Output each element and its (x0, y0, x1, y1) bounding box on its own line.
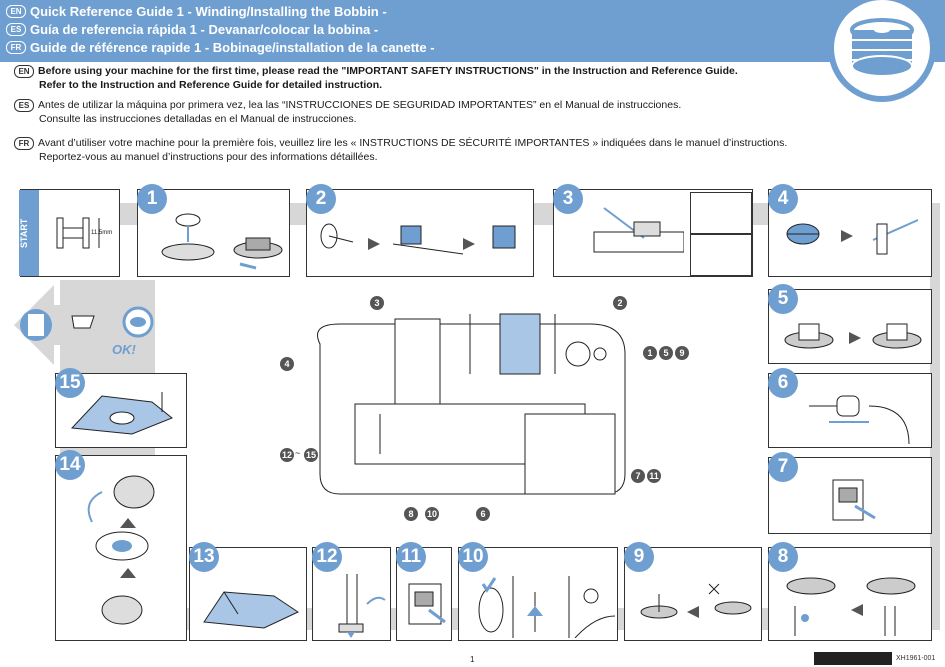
step-14-panel (55, 455, 187, 641)
cut-thread-icon (640, 583, 752, 619)
step-3-panel (553, 189, 753, 277)
speed-slider-icon (809, 395, 910, 445)
bobbin-winding-icon (784, 323, 922, 349)
callout-1: 1 (643, 346, 657, 360)
callout-3: 3 (370, 296, 384, 310)
thread-guide-icon (593, 207, 684, 253)
back-arrow-icon (14, 285, 154, 365)
header-banner: EN Quick Reference Guide 1 - Winding/Ins… (0, 0, 945, 62)
callout-12: 12 (280, 448, 294, 462)
winder-stop-icon (786, 577, 916, 636)
presser-foot-icon (338, 574, 386, 638)
step-2-number: 2 (306, 184, 336, 214)
power-switch-off-icon (408, 583, 446, 625)
callout-2: 2 (613, 296, 627, 310)
callout-15: 15 (304, 448, 318, 462)
page-number: 1 (470, 655, 475, 664)
title-es: ES Guía de referencia rápida 1 - Devanar… (6, 22, 378, 37)
start-label: START (19, 190, 39, 276)
callout-11: 11 (647, 469, 661, 483)
callout-10: 10 (425, 507, 439, 521)
tension-disc-icon (786, 219, 919, 255)
step-3-inset-2 (690, 234, 752, 276)
step-12-number: 12 (312, 542, 342, 572)
start-panel: START 11.5mm (19, 189, 120, 277)
callout-5: 5 (659, 346, 673, 360)
step-7-number: 7 (768, 452, 798, 482)
step-3-inset-1 (690, 192, 752, 234)
step-13-number: 13 (189, 542, 219, 572)
callout-6: 6 (476, 507, 490, 521)
footer-bar (814, 652, 892, 665)
callout-8: 8 (404, 507, 418, 521)
power-switch-on-icon (832, 479, 876, 521)
callout-range-sep: ~ (295, 448, 301, 458)
badge-fr: FR (6, 41, 26, 54)
step-6-number: 6 (768, 368, 798, 398)
start-dimension: 11.5mm (91, 230, 113, 236)
step-8-number: 8 (768, 542, 798, 572)
step-3-number: 3 (553, 184, 583, 214)
step-4-number: 4 (768, 184, 798, 214)
callout-9: 9 (675, 346, 689, 360)
step-11-number: 11 (396, 542, 426, 572)
bobbin-dimension-icon (56, 217, 100, 249)
step-9-number: 9 (624, 542, 654, 572)
badge-en: EN (6, 5, 26, 18)
callout-4: 4 (280, 357, 294, 371)
document-code: XH1961-001 (896, 655, 936, 662)
flow-band-right (930, 203, 940, 623)
sewing-machine-diagram (317, 313, 626, 495)
title-en: EN Quick Reference Guide 1 - Winding/Ins… (6, 4, 387, 19)
step-15-number: 15 (55, 368, 85, 398)
badge-es: ES (6, 23, 26, 36)
bobbin-on-spindle-icon (161, 213, 283, 270)
step-1-number: 1 (137, 184, 167, 214)
step-14-number: 14 (55, 450, 85, 480)
bobbin-insert-icon (87, 475, 155, 625)
bobbin-case-close-icon (70, 392, 173, 435)
step-10-number: 10 (458, 542, 488, 572)
bobbin-cover-icon (203, 591, 300, 629)
title-fr: FR Guide de référence rapide 1 - Bobinag… (6, 40, 435, 55)
step-2-panel (306, 189, 534, 277)
spool-placement-icon (320, 223, 516, 255)
step-5-number: 5 (768, 284, 798, 314)
ok-label: OK! (112, 342, 136, 357)
callout-7: 7 (631, 469, 645, 483)
needle-raise-icon (478, 576, 615, 638)
bobbin-logo-icon (828, 0, 936, 102)
